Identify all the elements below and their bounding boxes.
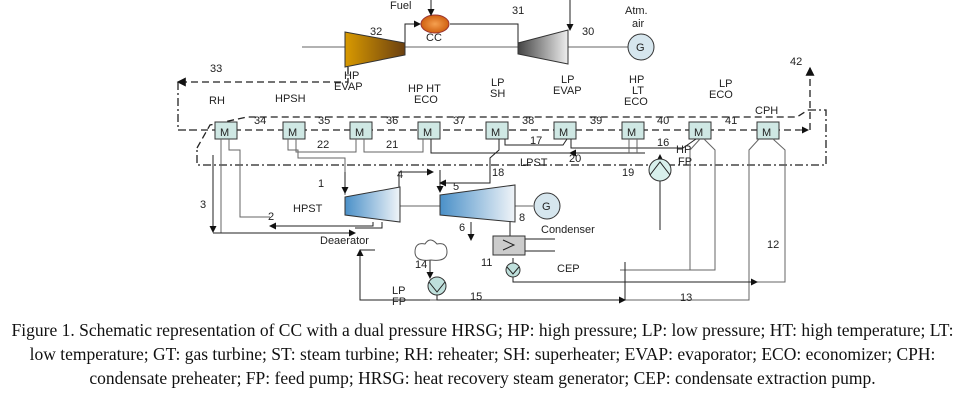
deaerator-icon [414, 239, 448, 261]
atm-air-label: Atm. [625, 5, 648, 17]
hp-evap-label: HP [344, 70, 359, 82]
lp-sh-label: LP [491, 77, 504, 89]
lp-sh-label: SH [490, 88, 505, 100]
cep-label: CEP [557, 263, 580, 275]
stream-6: 6 [459, 222, 465, 234]
hp-fp-label: FP [678, 156, 692, 168]
stream-8: 8 [519, 212, 525, 224]
hp-evap-label: EVAP [334, 81, 363, 93]
hx-label: M [355, 127, 364, 139]
hx-label: M [762, 127, 771, 139]
generator-label: G [636, 42, 645, 54]
condenser-icon [492, 235, 526, 256]
stream-2: 2 [268, 211, 274, 223]
stream-30: 30 [582, 26, 594, 38]
stream-40: 40 [657, 115, 669, 127]
atm-air-label: air [632, 18, 645, 30]
hx-hpsh [282, 121, 306, 140]
hx-lp-sh [485, 121, 509, 140]
stream-11: 11 [481, 257, 492, 269]
hpst-label: HPST [293, 203, 323, 215]
hrsg-group: M M M M M M M M M HP EVAP HP HT ECO LP S… [176, 56, 827, 166]
hx-label: M [491, 127, 500, 139]
stream-42: 42 [790, 56, 802, 68]
deaerator-label: Deaerator [320, 235, 369, 247]
gt-generator-icon [627, 33, 655, 61]
rh-label: RH [209, 95, 225, 107]
hx-label: M [423, 127, 432, 139]
hx-label: M [559, 127, 568, 139]
hx-rh [214, 121, 238, 140]
hx-cph [756, 121, 780, 140]
stream-1: 1 [318, 178, 324, 190]
hx-lp-evap [553, 121, 577, 140]
hp-ht-eco-label: HP HT [408, 83, 441, 95]
stream-14: 14 [415, 259, 427, 271]
lp-evap-label: LP [561, 74, 574, 86]
stream-20: 20 [569, 153, 581, 165]
gas-turbine-group: G Fuel CC Atm. air 31 30 32 33 [210, 0, 655, 75]
hx-label: M [220, 127, 229, 139]
lp-evap-label: EVAP [553, 85, 582, 97]
condenser-label: Condenser [541, 224, 595, 236]
fuel-label: Fuel [390, 0, 411, 12]
stream-34: 34 [254, 115, 266, 127]
hx-label: M [694, 127, 703, 139]
cep-pump-icon [505, 262, 521, 278]
stream-22: 22 [317, 139, 329, 151]
stream-12: 12 [767, 239, 779, 251]
stream-37: 37 [453, 115, 465, 127]
lp-eco-label: LP [719, 78, 732, 90]
lpst-label: LPST [520, 157, 548, 169]
lp-fp-label: LP [392, 285, 405, 297]
figure-caption: Figure 1. Schematic representation of CC… [11, 320, 954, 388]
st-generator-icon [533, 192, 561, 220]
stream-16: 16 [657, 137, 669, 149]
hx-label: M [288, 127, 297, 139]
hx-label: M [627, 127, 636, 139]
stream-18: 18 [492, 167, 504, 179]
stream-13: 13 [680, 292, 692, 304]
stream-5: 5 [453, 181, 459, 193]
stream-39: 39 [590, 115, 602, 127]
hx-hp-evap [349, 121, 373, 140]
stream-19: 19 [622, 167, 634, 179]
hpst [344, 186, 401, 223]
stream-33: 33 [210, 63, 222, 75]
lp-fp-label: FP [392, 296, 406, 308]
stream-32: 32 [370, 26, 382, 38]
gt-expander [344, 31, 406, 68]
stream-38: 38 [522, 115, 534, 127]
hx-hp-lt-eco [621, 121, 645, 140]
generator-label: G [542, 201, 551, 213]
hp-ht-eco-label: ECO [414, 94, 438, 106]
lp-eco-label: ECO [709, 89, 733, 101]
hpsh-label: HPSH [275, 93, 306, 105]
hx-hp-ht-eco [417, 121, 441, 140]
hp-fp-pump-icon [648, 158, 672, 182]
cc-label: CC [426, 32, 442, 44]
stream-17: 17 [530, 135, 542, 147]
heat-exchangers: M M M M M M M M M [214, 121, 780, 140]
stream-21: 21 [386, 139, 398, 151]
stream-15: 15 [470, 291, 482, 303]
lpst [439, 184, 516, 223]
steam-cycle-group: G HPST LPST Deaerator Condenser CEP HP F… [200, 135, 779, 308]
stream-3: 3 [200, 199, 206, 211]
stream-4: 4 [397, 169, 403, 181]
stream-36: 36 [386, 115, 398, 127]
hp-lt-eco-label: HP [629, 74, 644, 86]
cph-label: CPH [755, 105, 778, 117]
stream-41: 41 [725, 115, 737, 127]
gt-compressor [517, 29, 569, 65]
lp-fp-pump-icon [427, 276, 447, 296]
stream-35: 35 [318, 115, 330, 127]
combustion-chamber-icon [420, 14, 450, 34]
hp-lt-eco-label: LT [632, 85, 644, 97]
stream-31: 31 [512, 5, 524, 17]
hp-fp-label: HP [676, 144, 691, 156]
cc-schematic: G Fuel CC Atm. air 31 30 32 33 M M M M M… [176, 0, 827, 308]
hp-lt-eco-label: ECO [624, 96, 648, 108]
